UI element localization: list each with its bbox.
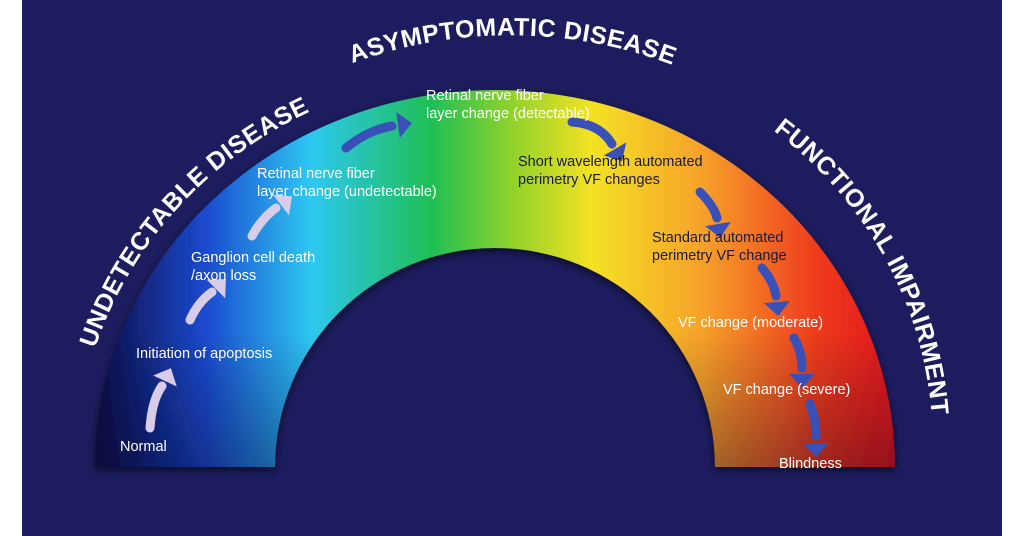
arrow-ganglion-to-rnfl-icon [247,194,293,241]
arrow-severe-to-blindness-icon [803,399,829,457]
stage-label-line: VF change (severe) [723,382,850,398]
stage-label-line: VF change (moderate) [678,315,823,331]
stage-label-line: layer change (detectable) [426,106,590,122]
stage-labels: Normal Initiation of apoptosis Ganglion ce… [120,88,850,472]
stage-label-swap: Short wavelength automated perimetry VF c… [518,154,703,188]
stage-label-sap: Standard automated perimetry VF change [652,230,787,264]
stage-label-line: Retinal nerve fiber [426,88,544,104]
arrow-swap-to-sap-icon [695,187,731,238]
stage-label-line: Ganglion cell death [191,250,315,266]
arc-base-shade [95,90,895,467]
stage-label-line: perimetry VF changes [518,172,660,188]
stage-label-line: /axon loss [191,268,256,284]
stage-label-line: layer change (undetectable) [257,184,437,200]
stage-label-line: Retinal nerve fiber [257,166,375,182]
progression-arrows [145,112,829,457]
stage-label-line: perimetry VF change [652,248,787,264]
stage-label-blindness: Blindness [779,456,842,472]
arrow-sap-to-moderate-icon [757,263,790,316]
stage-label-line: Standard automated [652,230,783,246]
arrow-rnfl-to-detectable-icon [341,112,412,153]
stage-label-line: Normal [120,439,167,455]
arrow-moderate-to-severe-icon [789,333,815,388]
stage-label-vf-moderate: VF change (moderate) [678,315,823,331]
stage-label-ganglion: Ganglion cell death/axon loss [191,250,315,284]
stage-label-line: Blindness [779,456,842,472]
stage-label-apoptosis: Initiation of apoptosis [136,346,272,362]
progression-arc [95,90,895,467]
stage-label-rnfl-undetectable: Retinal nerve fiber layer change (undetec… [257,166,437,200]
arrow-apoptosis-to-ganglion-icon [185,279,226,325]
arrow-normal-to-apoptosis-icon [145,368,177,433]
stage-label-rnfl-detectable: Retinal nerve fiber layer change (detecta… [426,88,590,122]
stage-label-normal: Normal [120,439,167,455]
stage-label-line: Short wavelength automated [518,154,703,170]
arrow-detectable-to-swap-icon [567,117,627,162]
stage-label-vf-severe: VF change (severe) [723,382,850,398]
stage-label-line: Initiation of apoptosis [136,346,272,362]
